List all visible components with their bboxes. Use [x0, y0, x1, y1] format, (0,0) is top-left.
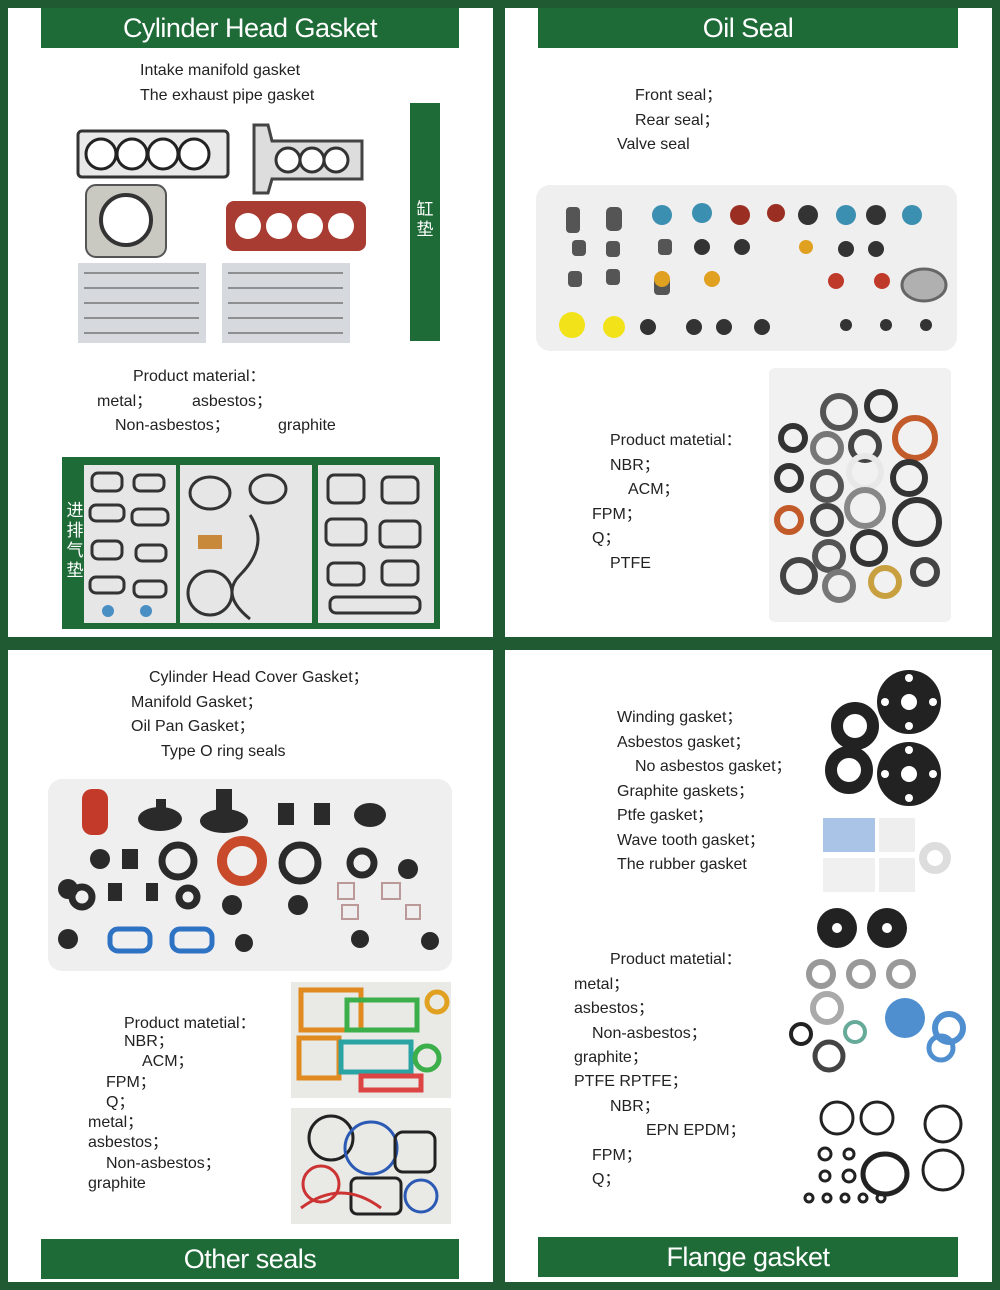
- panel-title: Flange gasket: [538, 1237, 958, 1277]
- material-item: asbestos；: [574, 1000, 655, 1017]
- other-seals-photo: [48, 779, 452, 971]
- intro-text: Front seal； Rear seal； Valve seal: [617, 87, 723, 153]
- material-item: metal；: [574, 976, 630, 993]
- material-item: graphite；: [574, 1049, 648, 1066]
- intro-text: Winding gasket； Asbestos gasket； No asbe…: [617, 709, 792, 873]
- material-item: Q；: [592, 530, 621, 547]
- material-title: Product matetial：: [610, 432, 742, 449]
- material-title: Product matetial：: [610, 951, 742, 968]
- side-label-head-gasket: 缸垫: [410, 103, 440, 341]
- material-title: Product material：: [133, 368, 266, 385]
- intro-text: Cylinder Head Cover Gasket； Manifold Gas…: [131, 669, 369, 760]
- manifold-gasket-strip: 进排气垫: [62, 457, 440, 629]
- gasket-set-photo: [291, 1108, 451, 1224]
- panel-oil-seal: Oil Seal Front seal； Rear seal； Valve se…: [505, 8, 992, 637]
- material-item: NBR；: [610, 457, 660, 474]
- material-item: metal；: [97, 393, 153, 410]
- valve-seal-photo: [536, 185, 957, 351]
- material-item: PTFE: [610, 555, 651, 572]
- panel-other-seals: Cylinder Head Cover Gasket； Manifold Gas…: [8, 650, 493, 1282]
- panel-title: Oil Seal: [538, 8, 958, 48]
- material-item: Non-asbestos；: [592, 1025, 707, 1042]
- head-gasket-photo: [76, 123, 376, 343]
- flange-gasket-photo: [823, 670, 973, 910]
- panel-flange-gasket: Winding gasket； Asbestos gasket； No asbe…: [505, 650, 992, 1282]
- material-list: NBR； ACM；: [124, 1033, 194, 1071]
- panel-title: Other seals: [41, 1239, 459, 1279]
- material-item: Q；: [592, 1171, 621, 1188]
- manifold-gasket-photo: [318, 465, 434, 623]
- material-item: asbestos；: [192, 393, 273, 410]
- panel-cylinder-head-gasket: Cylinder Head Gasket Intake manifold gas…: [8, 8, 493, 637]
- material-item: FPM；: [592, 1147, 642, 1164]
- material-list: FPM； Q；: [106, 1074, 156, 1112]
- intro-text: Intake manifold gasket The exhaust pipe …: [140, 62, 315, 104]
- material-item: EPN EPDM；: [646, 1122, 746, 1139]
- material-item: FPM；: [592, 506, 642, 523]
- material-item: Non-asbestos；: [115, 417, 230, 434]
- material-item: graphite: [278, 417, 336, 434]
- material-item: NBR；: [610, 1098, 660, 1115]
- manifold-gasket-photo: [180, 465, 312, 623]
- gasket-set-photo: [291, 982, 451, 1098]
- oil-seal-rings-photo: [769, 368, 951, 622]
- manifold-gasket-photo: [84, 465, 176, 623]
- material-item: ACM；: [628, 481, 680, 498]
- panel-title: Cylinder Head Gasket: [41, 8, 459, 48]
- material-item: PTFE RPTFE；: [574, 1073, 688, 1090]
- material-list: metal； asbestos； Non-asbestos； graphite: [88, 1114, 221, 1193]
- rubber-gasket-photo: [777, 908, 977, 1218]
- material-title: Product matetial：: [124, 1015, 256, 1032]
